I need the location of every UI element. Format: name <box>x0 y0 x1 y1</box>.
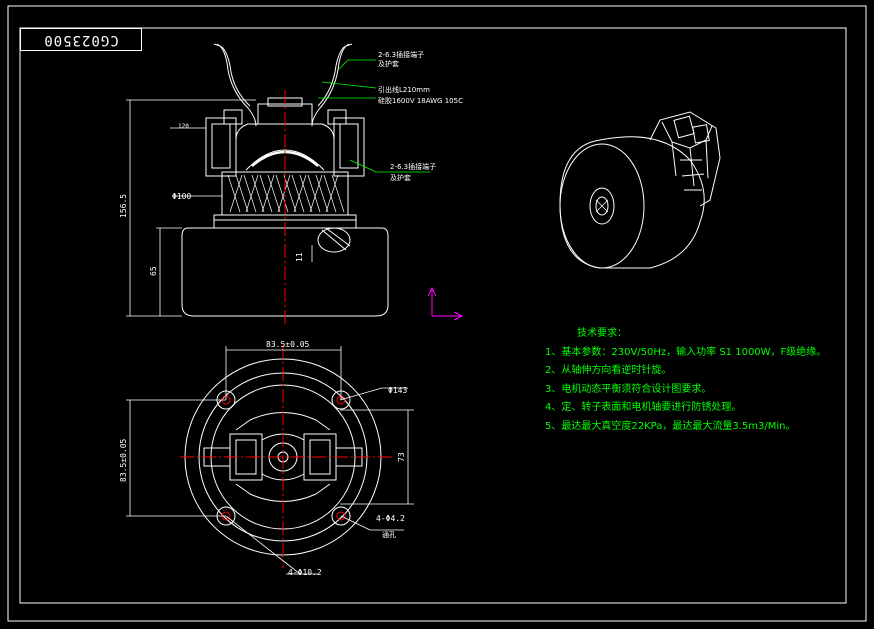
inner-frame <box>19 27 847 604</box>
iso-motor-top <box>649 111 721 207</box>
dim-holes-small-note: 通孔 <box>382 530 396 539</box>
dim-120: 120 <box>178 123 189 130</box>
dim-diameter: Φ100 <box>172 192 191 201</box>
side-leader-text: 2-6.3插接端子 及护套 引出线L210mm 硅胶1600V 18AWG 10… <box>378 50 463 182</box>
bottom-dimensions <box>126 346 414 575</box>
outer-frame <box>7 5 867 622</box>
drawing-code: CG023500 <box>43 32 119 48</box>
wire-left <box>213 43 257 127</box>
note-item-3: 3、电机动态平衡须符合设计图要求。 <box>545 383 712 395</box>
iso-face <box>559 143 645 269</box>
technical-notes: 技术要求： 1、基本参数：230V/50Hz，输入功率 S1 1000W，F级绝… <box>545 325 826 436</box>
dim-width: 83.5±0.05 <box>266 340 310 349</box>
bottom-dim-text: 83.5±0.05 83.5±0.05 Φ143 73 4-Φ4.2 通孔 4-… <box>119 340 407 577</box>
ucs-icon <box>427 286 464 321</box>
note-item-1: 1、基本参数：230V/50Hz，输入功率 S1 1000W，F级绝缘。 <box>545 346 827 358</box>
fan-housing <box>181 227 389 317</box>
terminal-label: 2-6.3插接端子 <box>390 162 436 171</box>
notes-heading: 技术要求： <box>577 328 627 339</box>
dim-holes-large: 4-Φ10.2 <box>288 568 322 577</box>
dim-outer: Φ143 <box>388 386 407 395</box>
side-view <box>181 43 389 317</box>
dim-height: 83.5±0.05 <box>119 438 128 482</box>
wire-spec: 硅胶1600V 18AWG 105C <box>378 96 463 105</box>
wire-length: 引出线L210mm <box>378 85 430 94</box>
iso-view <box>559 111 721 269</box>
note-item-5: 5、最达最大真空度22KPa，最达最大流量3.5m3/Min。 <box>545 420 796 432</box>
wire-right <box>311 43 353 127</box>
note-item-2: 2、从轴伸方向看逆时针旋。 <box>545 365 672 376</box>
dim-total-height: 156.5 <box>119 194 128 218</box>
coil-hatching <box>227 174 345 213</box>
side-leaders <box>318 59 430 173</box>
iso-center <box>595 199 609 213</box>
lead-label: 2-6.3插接端子 <box>378 50 424 59</box>
title-block: CG023500 <box>20 28 142 51</box>
dim-body-height: 65 <box>149 266 158 276</box>
note-item-4: 4、定、转子表面和电机轴要进行防锈处理。 <box>545 402 742 413</box>
side-dim-text: 156.5 65 Φ100 11 120 <box>119 123 304 276</box>
dim-holes-small: 4-Φ4.2 <box>376 514 405 523</box>
brush-holder-left <box>205 117 237 177</box>
bottom-center-lines <box>180 345 395 568</box>
dim-shaft: 11 <box>295 252 304 262</box>
terminal-label-sub: 及护套 <box>390 173 411 182</box>
dim-side: 73 <box>397 452 406 462</box>
lead-label-sub: 及护套 <box>378 59 399 68</box>
stator-body <box>221 171 349 216</box>
side-dimensions <box>126 99 313 317</box>
brush-holder-right <box>333 117 365 177</box>
fan-hub <box>317 227 351 253</box>
